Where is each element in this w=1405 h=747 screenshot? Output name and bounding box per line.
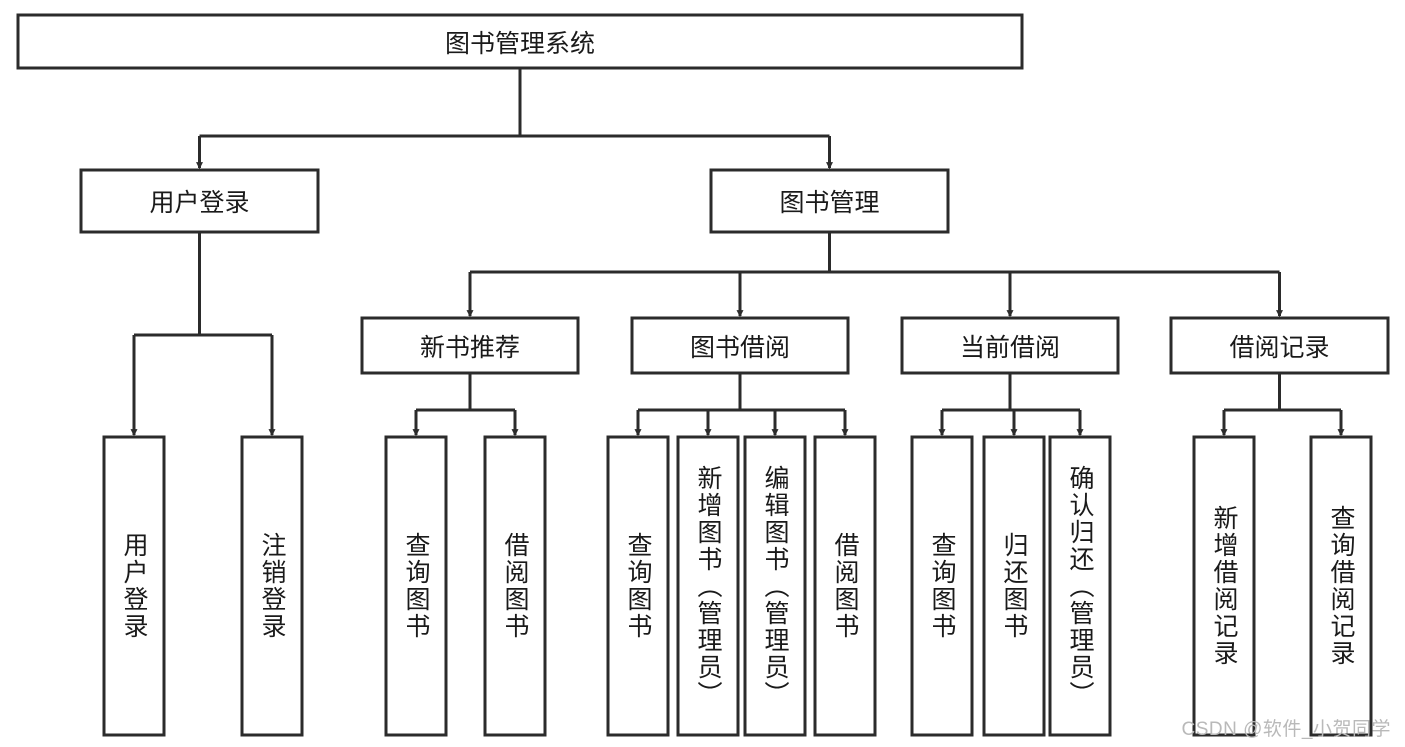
leaf-node-box-12[interactable] — [1309, 435, 1373, 737]
leaf-node-box-2[interactable] — [384, 435, 448, 737]
leaf-node-box-10[interactable] — [1048, 435, 1112, 737]
level3-node-box-0[interactable] — [360, 316, 580, 375]
leaf-node-box-8[interactable] — [910, 435, 974, 737]
leaf-node-box-0[interactable] — [102, 435, 166, 737]
leaf-node-box-3[interactable] — [483, 435, 547, 737]
connectors-layer — [130, 68, 1345, 437]
leaf-node-box-9[interactable] — [982, 435, 1046, 737]
root-node-box[interactable] — [16, 13, 1024, 70]
level2-node-box-0[interactable] — [79, 168, 320, 234]
leaf-node-box-5[interactable] — [676, 435, 740, 737]
level3-node-box-3[interactable] — [1169, 316, 1390, 375]
leaf-node-box-1[interactable] — [240, 435, 304, 737]
leaf-node-box-6[interactable] — [743, 435, 807, 737]
level2-node-box-1[interactable] — [709, 168, 950, 234]
level3-node-box-1[interactable] — [630, 316, 850, 375]
leaf-node-box-4[interactable] — [606, 435, 670, 737]
level3-node-box-2[interactable] — [900, 316, 1120, 375]
leaf-node-box-11[interactable] — [1192, 435, 1256, 737]
boxes-layer — [16, 13, 1390, 737]
watermark: CSDN @软件_小贺同学 — [1181, 719, 1391, 740]
leaf-node-box-7[interactable] — [813, 435, 877, 737]
